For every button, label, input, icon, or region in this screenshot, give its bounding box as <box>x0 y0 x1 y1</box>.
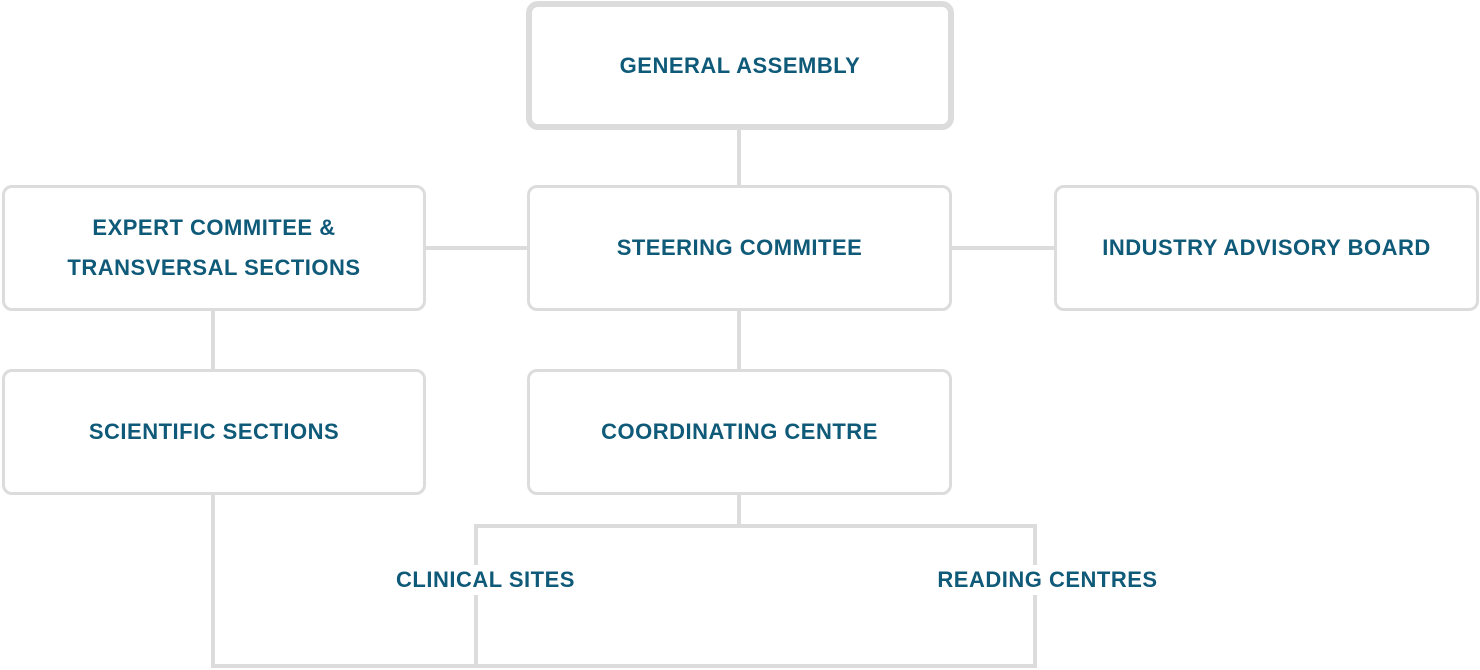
expert-committee-label-line2: TRANSVERSAL SECTIONS <box>67 255 361 280</box>
scientific-sections-box: SCIENTIFIC SECTIONS <box>2 369 426 495</box>
coordinating-centre-box: COORDINATING CENTRE <box>527 369 952 495</box>
scientific-sections-label: SCIENTIFIC SECTIONS <box>88 419 340 444</box>
industry-advisory-board-label: INDUSTRY ADVISORY BOARD <box>1102 235 1431 260</box>
steering-committee-label: STEERING COMMITEE <box>616 235 863 260</box>
reading-centres-label: READING CENTRES <box>903 565 1192 595</box>
expert-committee-label-line1: EXPERT COMMITEE & <box>92 215 336 240</box>
coordinating-centre-label: COORDINATING CENTRE <box>601 419 878 444</box>
expert-committee-box: EXPERT COMMITEE & TRANSVERSAL SECTIONS <box>2 185 426 311</box>
general-assembly-box: GENERAL ASSEMBLY <box>526 1 954 130</box>
industry-advisory-board-box: INDUSTRY ADVISORY BOARD <box>1054 185 1479 311</box>
expert-committee-label: EXPERT COMMITEE & TRANSVERSAL SECTIONS <box>67 208 360 288</box>
general-assembly-label: GENERAL ASSEMBLY <box>619 52 861 78</box>
clinical-sites-label: CLINICAL SITES <box>361 565 610 595</box>
steering-committee-box: STEERING COMMITEE <box>527 185 952 311</box>
